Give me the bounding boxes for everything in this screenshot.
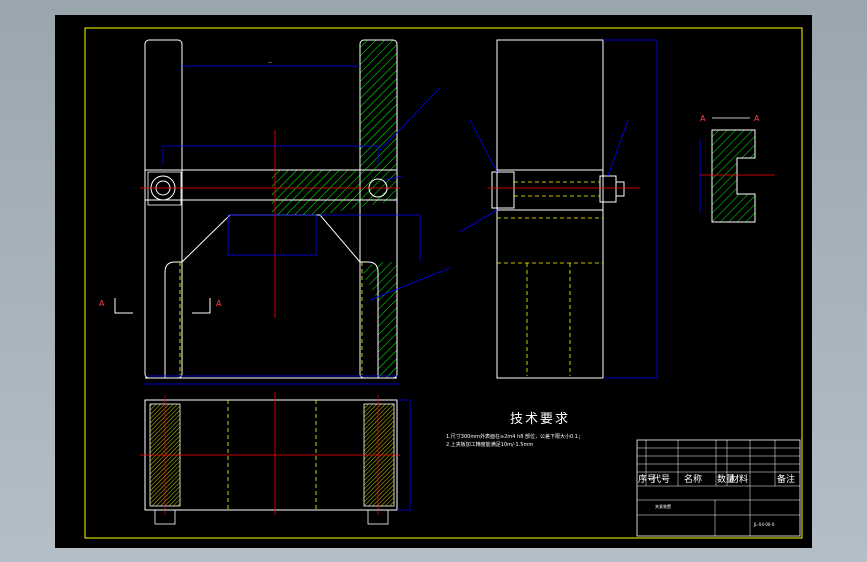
section-marker-right xyxy=(192,298,211,314)
side-nut-left xyxy=(491,171,515,209)
tb-header-name: 名称 xyxy=(684,473,702,485)
side-leader-right xyxy=(607,119,629,177)
top-right-nut xyxy=(367,509,389,525)
dim-bolt-spacing xyxy=(162,145,379,165)
paper-background xyxy=(55,15,812,548)
section-title-left: A xyxy=(700,114,706,123)
tech-req-title: 技术要求 xyxy=(510,412,570,427)
left-nut-box xyxy=(147,171,182,206)
tb-drawing-code: JL-04-00-0 xyxy=(753,522,775,527)
parts-list-grid xyxy=(637,440,800,536)
side-leader-left xyxy=(469,119,498,173)
section-label-left: A xyxy=(99,299,105,308)
tech-req-line-2: 2.上夹板加工精度能满足10m/-1.5mm xyxy=(446,441,533,448)
tb-header-no: 序号 xyxy=(638,473,656,485)
title-block[interactable]: 序号 代号 名称 数量 材料 备注 夹紧装置 JL-04-00-0 xyxy=(636,439,801,537)
top-view[interactable] xyxy=(140,392,411,525)
leader-2 xyxy=(384,175,403,181)
tb-part-name: 夹紧装置 xyxy=(655,503,671,509)
section-marker-left xyxy=(114,298,133,314)
tb-header-remark: 备注 xyxy=(777,473,795,485)
top-left-nut xyxy=(154,509,176,525)
section-label-right: A xyxy=(216,299,222,308)
dim-inner-width-text: — xyxy=(268,60,272,65)
tb-header-qty: 数量 xyxy=(717,473,735,485)
leader-3 xyxy=(369,267,451,301)
tb-header-code: 代号 xyxy=(652,474,670,485)
section-title-right: A xyxy=(754,114,760,123)
technical-requirements: 技术要求 1.尺寸300mm外表面在≥2m4 h8 部位，公差下限大小0.1； … xyxy=(446,412,583,448)
tb-header-material: 材料 xyxy=(730,473,748,485)
side-dim-height xyxy=(603,39,658,379)
side-view[interactable] xyxy=(459,39,658,379)
side-view-outline xyxy=(496,39,604,379)
section-view-a-a[interactable]: A A xyxy=(699,114,775,223)
section-profile xyxy=(711,129,756,223)
side-leader-bottom xyxy=(459,209,498,233)
dim-slot-height xyxy=(320,214,421,262)
title-block-outline xyxy=(636,439,801,537)
tech-req-line-1: 1.尺寸300mm外表面在≥2m4 h8 部位，公差下限大小0.1； xyxy=(446,433,583,440)
right-inner-arc xyxy=(360,261,379,378)
front-hatch-upper xyxy=(272,40,397,215)
side-bolt-tip xyxy=(615,181,625,197)
dim-slot-box xyxy=(227,214,317,256)
front-view[interactable]: — A A xyxy=(99,39,451,385)
left-inner-arc xyxy=(164,261,182,378)
drawing-frame xyxy=(84,27,803,539)
leader-1 xyxy=(379,87,441,151)
top-dim-depth xyxy=(397,399,411,511)
